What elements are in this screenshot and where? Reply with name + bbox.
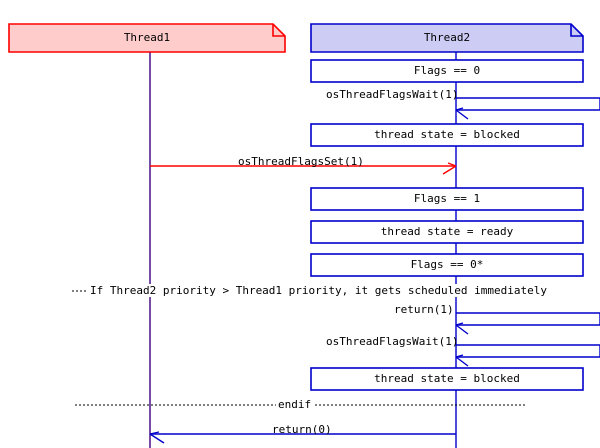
state-box (310, 367, 584, 391)
message-arrow-flagswait-2[interactable] (455, 344, 600, 367)
participant-fold-thread1 (272, 24, 285, 37)
participant-fold-thread2 (570, 24, 583, 37)
state-box (310, 59, 584, 83)
state-box (310, 187, 584, 211)
message-arrow-flagswait-1[interactable] (455, 97, 600, 120)
participant-box-thread1[interactable] (8, 23, 286, 53)
state-box (310, 253, 584, 277)
message-arrow-flagsset-1[interactable] (150, 162, 457, 175)
message-arrow-return-1[interactable] (455, 312, 600, 335)
state-box (310, 220, 584, 244)
participant-box-thread2[interactable] (310, 23, 584, 53)
message-arrow-return-0[interactable] (149, 431, 456, 444)
state-box (310, 123, 584, 147)
